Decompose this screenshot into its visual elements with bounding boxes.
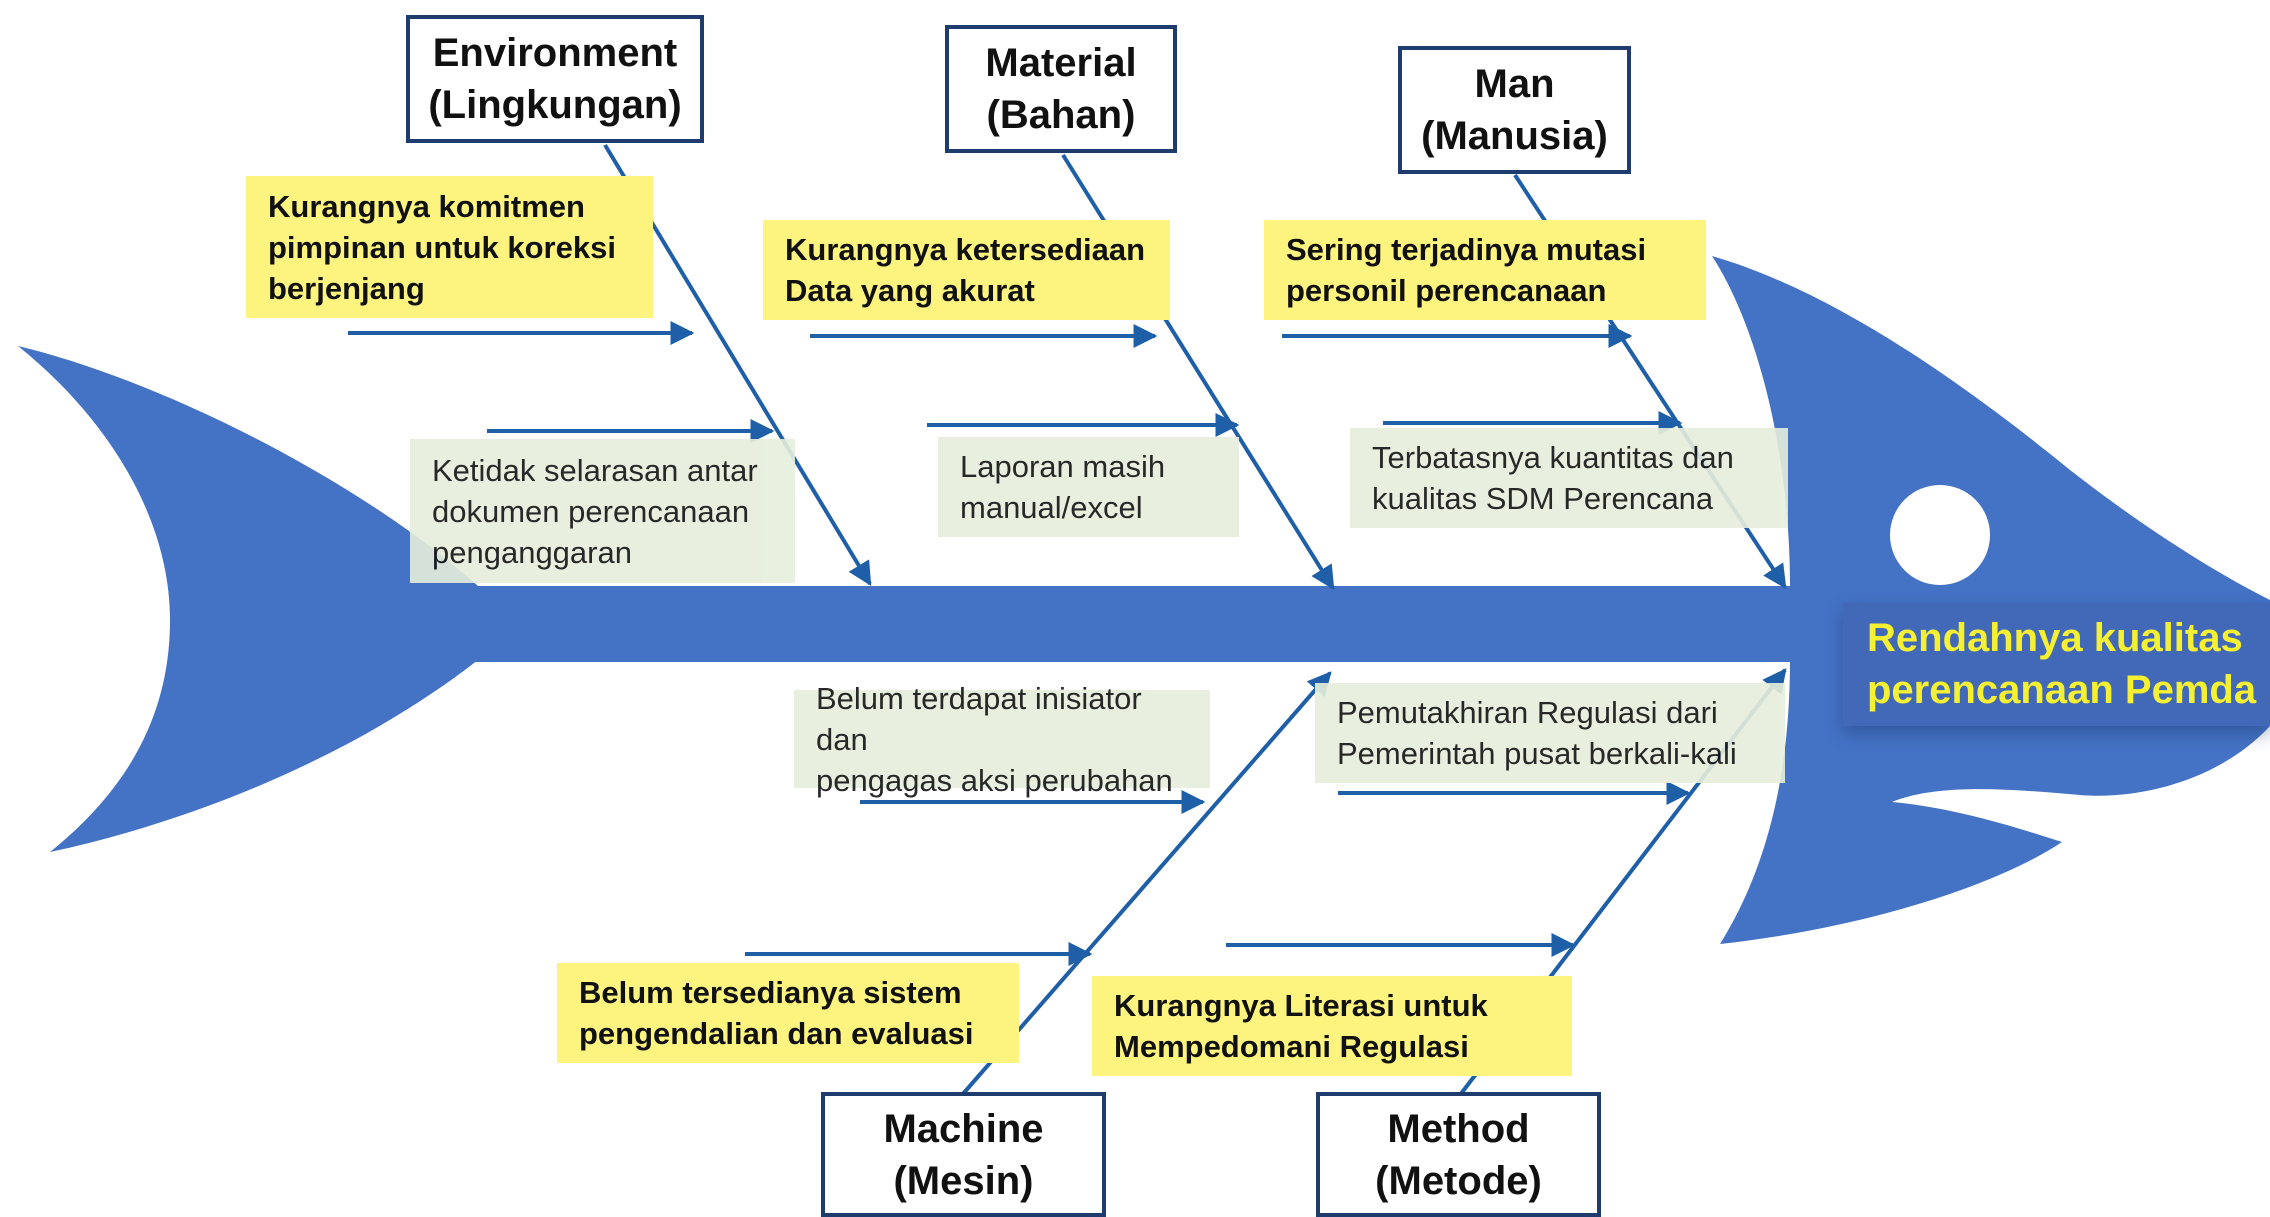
category-method: Method (Metode) (1316, 1092, 1601, 1217)
fish-spine (400, 586, 1820, 662)
cause-note: Terbatasnya kuantitas dan kualitas SDM P… (1350, 428, 1788, 528)
cause-note: Pemutakhiran Regulasi dari Pemerintah pu… (1315, 683, 1785, 783)
cause-note: Laporan masih manual/excel (938, 437, 1239, 537)
category-man: Man (Manusia) (1398, 46, 1631, 174)
fish-head (1712, 256, 2270, 944)
fish-tail (18, 346, 478, 852)
cause-note: Sering terjadinya mutasi personil perenc… (1264, 220, 1706, 320)
category-material: Material (Bahan) (945, 25, 1177, 153)
cause-note: Ketidak selarasan antar dokumen perencan… (410, 439, 795, 583)
cause-note: Kurangnya ketersediaan Data yang akurat (763, 220, 1170, 320)
cause-note: Belum terdapat inisiator dan pengagas ak… (794, 681, 1210, 798)
bone-machine (960, 671, 1332, 1097)
cause-note: Belum tersedianya sistem pengendalian da… (557, 963, 1019, 1063)
cause-note: Kurangnya Literasi untuk Mempedomani Reg… (1092, 976, 1572, 1076)
category-environment: Environment (Lingkungan) (406, 15, 704, 143)
cause-arrows (348, 321, 1691, 966)
cause-note: Kurangnya komitmen pimpinan untuk koreks… (246, 176, 653, 318)
category-machine: Machine (Mesin) (821, 1092, 1106, 1217)
effect-box: Rendahnya kualitas perencanaan Pemda (1843, 602, 2270, 726)
fish-eye (1890, 485, 1990, 585)
